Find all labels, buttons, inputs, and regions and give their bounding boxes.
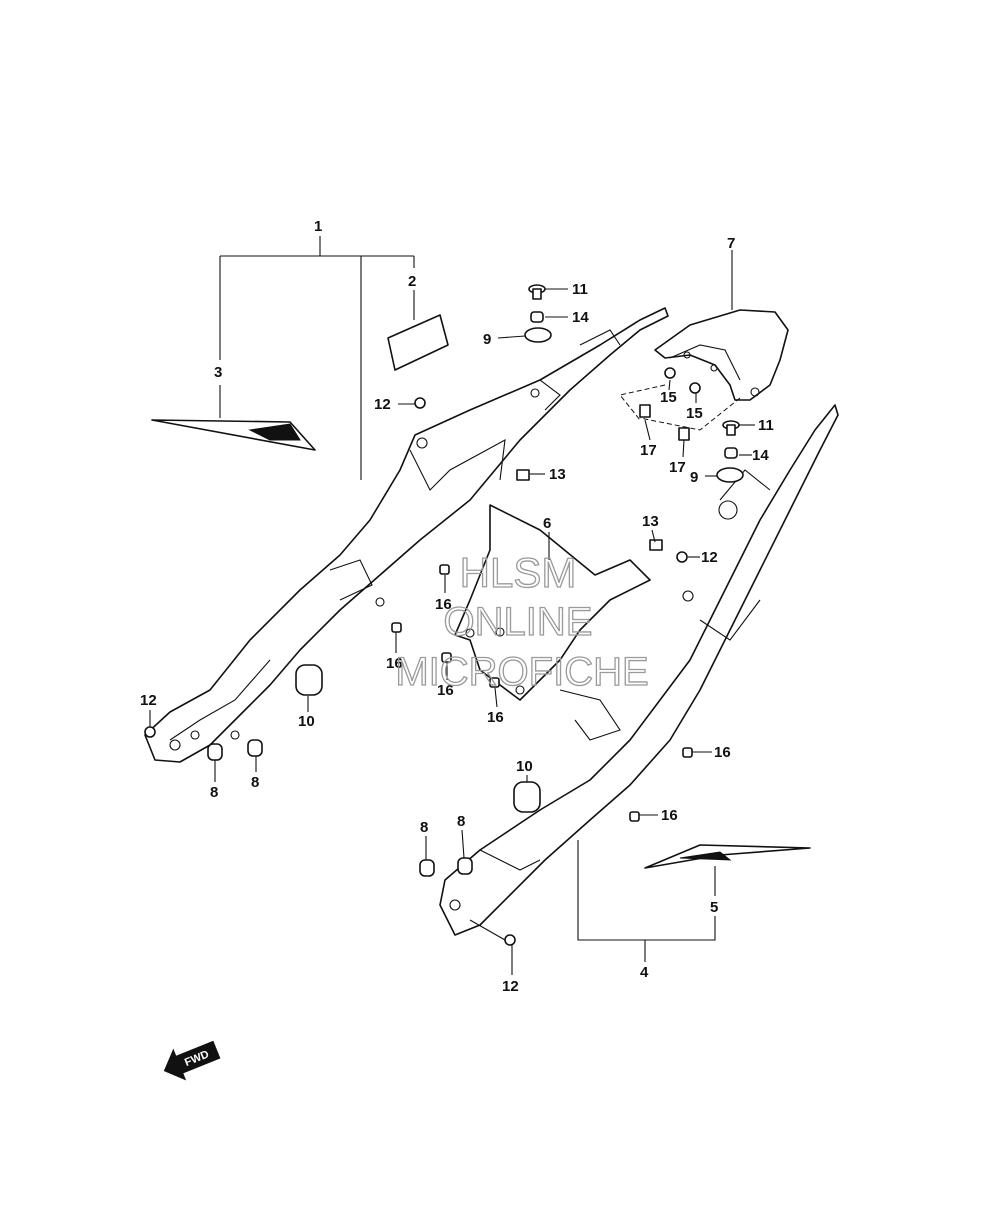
screw-12c [144,726,156,738]
label-13b: 13 [642,513,659,530]
label-9a: 9 [483,331,491,348]
right-frame-cover [439,404,839,936]
watermark-line-3: MICROFICHE [395,650,648,694]
damper-10b [513,781,541,813]
watermark-line-2: ONLINE [444,600,593,644]
nut-13b [649,539,663,551]
cushion-8d [457,857,473,875]
bolt-17b [678,427,690,441]
fwd-arrow-icon: FWD [163,1040,221,1081]
rear-cowl [619,309,789,431]
clip-16c [441,652,452,663]
damper-10a [295,664,323,696]
label-13a: 13 [549,466,566,483]
bolt-11b-shank [726,424,736,436]
label-17b: 17 [669,459,686,476]
clip-16e [682,747,693,758]
label-16e: 16 [714,744,731,761]
cushion-8a [207,743,223,761]
label-10a: 10 [298,713,315,730]
screw-12a [414,397,426,409]
plug-15a [664,367,676,379]
clip-16f [629,811,640,822]
label-8b: 8 [251,774,259,791]
label-16f: 16 [661,807,678,824]
stripe-right [644,844,811,869]
label-15a: 15 [660,389,677,406]
collar-14b [724,447,738,459]
grommet-9a [524,327,552,343]
bolt-11a-shank [532,288,542,300]
screw-12b [676,551,688,563]
left-frame-cover [144,307,669,763]
leader-lines [149,236,755,975]
stripe-right-accent [679,851,732,861]
bolt-17a [639,404,651,418]
watermark: HLSM ONLINE MICROFICHE [395,548,650,694]
label-16c: 16 [437,682,454,699]
label-6: 6 [543,515,551,532]
nut-13a [516,469,530,481]
watermark-line-1: HLSM [460,549,577,596]
label-8a: 8 [210,784,218,801]
plug-15b [689,382,701,394]
label-14b: 14 [752,447,769,464]
label-16a: 16 [435,596,452,613]
clip-16d [489,677,500,688]
label-11b: 11 [758,417,774,434]
label-3: 3 [214,364,222,381]
label-4: 4 [640,964,649,981]
collar-14a [530,311,544,323]
label-12c: 12 [140,692,157,709]
label-12a: 12 [374,396,391,413]
label-12b: 12 [701,549,718,566]
cushion-8b [247,739,263,757]
label-14a: 14 [572,309,589,326]
stripe-left-accent [248,423,301,441]
screw-12d [504,934,516,946]
clip-16a [439,564,450,575]
label-12d: 12 [502,978,519,995]
label-8d: 8 [457,813,465,830]
label-11a: 11 [572,281,588,298]
grommet-9b [716,467,744,483]
label-10b: 10 [516,758,533,775]
label-16b: 16 [386,655,403,672]
label-15b: 15 [686,405,703,422]
sticker-plate [387,314,449,371]
label-1: 1 [314,218,322,235]
clip-16b [391,622,402,633]
label-16d: 16 [487,709,504,726]
cushion-8c [419,859,435,877]
part-labels: 1 2 3 4 5 6 7 8 8 8 8 9 9 10 10 11 11 12… [140,218,774,995]
label-5: 5 [710,899,718,916]
label-17a: 17 [640,442,657,459]
label-7: 7 [727,235,735,252]
label-2: 2 [408,273,416,290]
center-brace [454,504,651,741]
label-8c: 8 [420,819,428,836]
label-9b: 9 [690,469,698,486]
